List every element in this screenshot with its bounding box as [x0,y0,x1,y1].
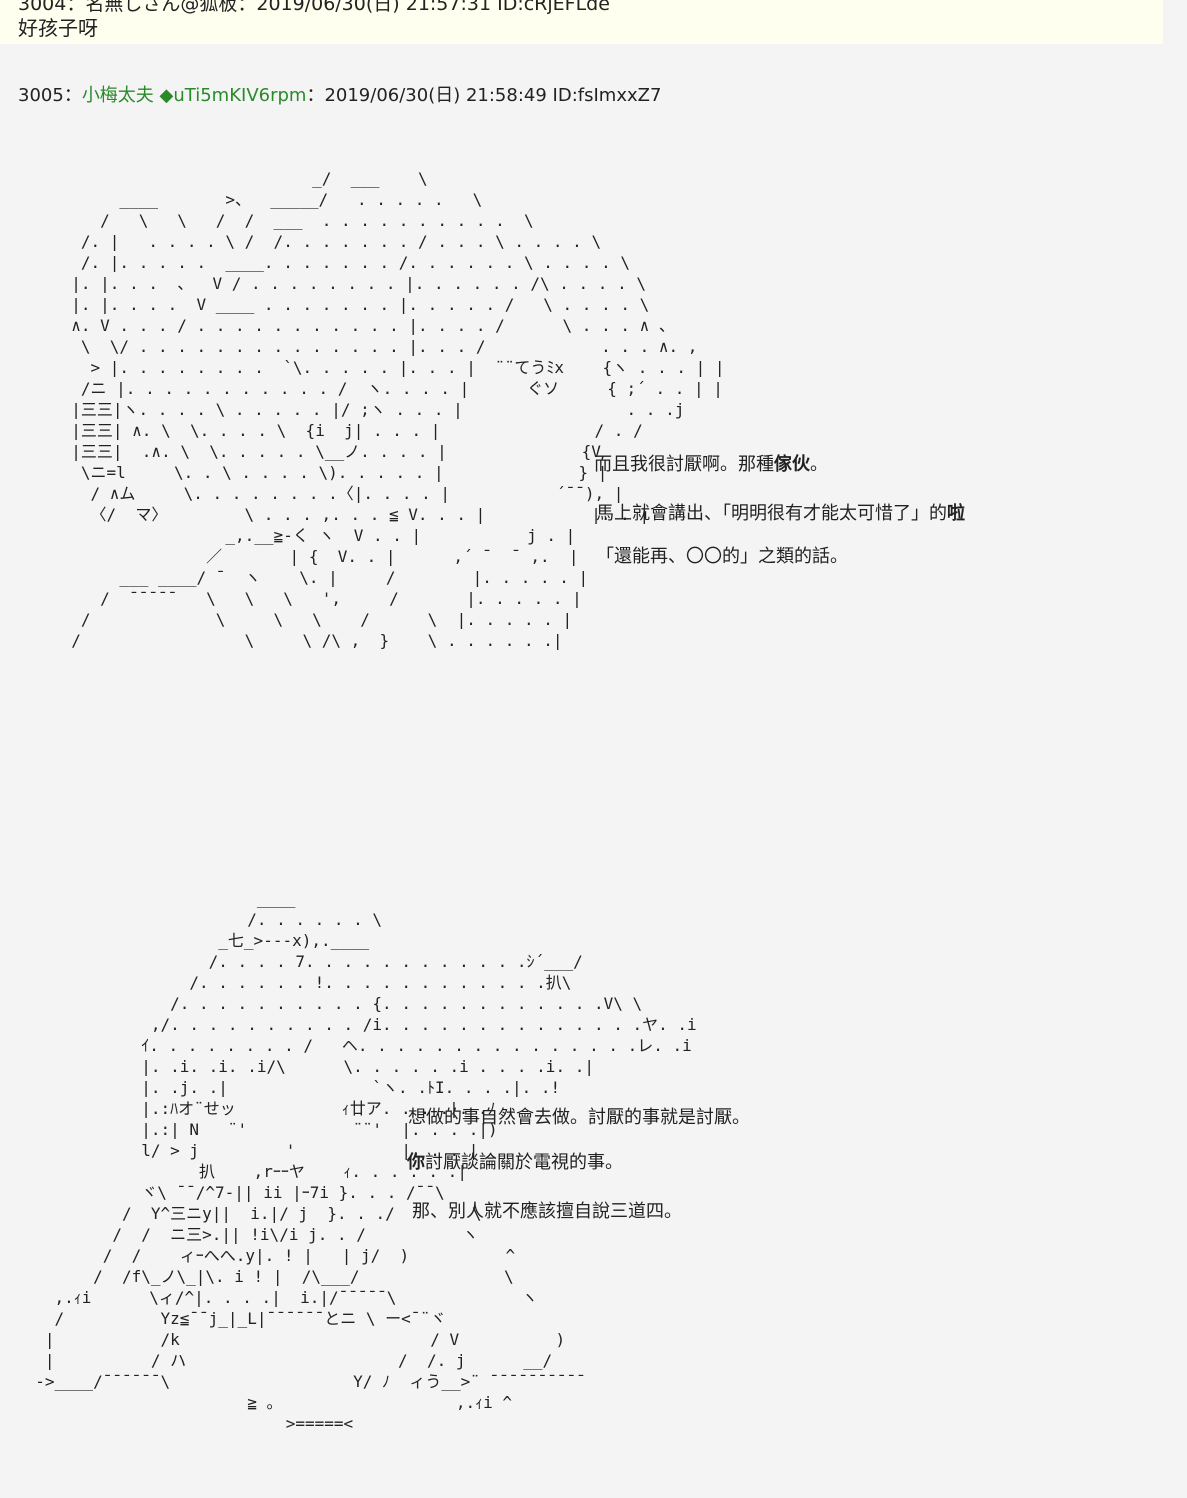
post-number[interactable]: 3005 [18,85,64,106]
post-header: 3005：小梅太夫 ◆uTi5mKIV6rpm：2019/06/30(日) 21… [18,85,661,107]
post-separator: ： [63,85,82,106]
dialogue-line: 「還能再、〇〇的」之類的話。 [596,546,848,567]
dialogue-line: 那、別人就不應該擅自說三道四。 [412,1201,682,1222]
dialogue-line: 馬上就會講出、「明明很有才能太可惜了」的啦 [596,503,965,524]
ascii-art-panel-1: _/ ___ \ ____ >、 _____/ . . . . . \ / \ … [71,169,725,650]
previous-post: 3004：名無しさん@狐板：2019/06/30(日) 21:57:31 ID:… [0,0,1163,44]
previous-post-header: 3004：名無しさん@狐板：2019/06/30(日) 21:57:31 ID:… [18,0,610,15]
post-separator: ： [306,85,325,106]
dialogue-line: 而且我很討厭啊。那種傢伙。 [594,454,828,475]
dialogue-line: 你討厭談論關於電視的事。 [407,1152,623,1173]
post-author: 小梅太夫 ◆uTi5mKIV6rpm [81,85,307,106]
post-meta: 2019/06/30(日) 21:58:49 ID:fsImxxZ7 [324,85,662,106]
previous-post-body: 好孩子呀 [18,16,98,40]
ascii-art-panel-2: ____ /. . . . . . \ _七_>---x),.____ /. .… [35,889,697,1433]
dialogue-line: 想做的事自然會去做。討厭的事就是討厭。 [408,1107,750,1128]
